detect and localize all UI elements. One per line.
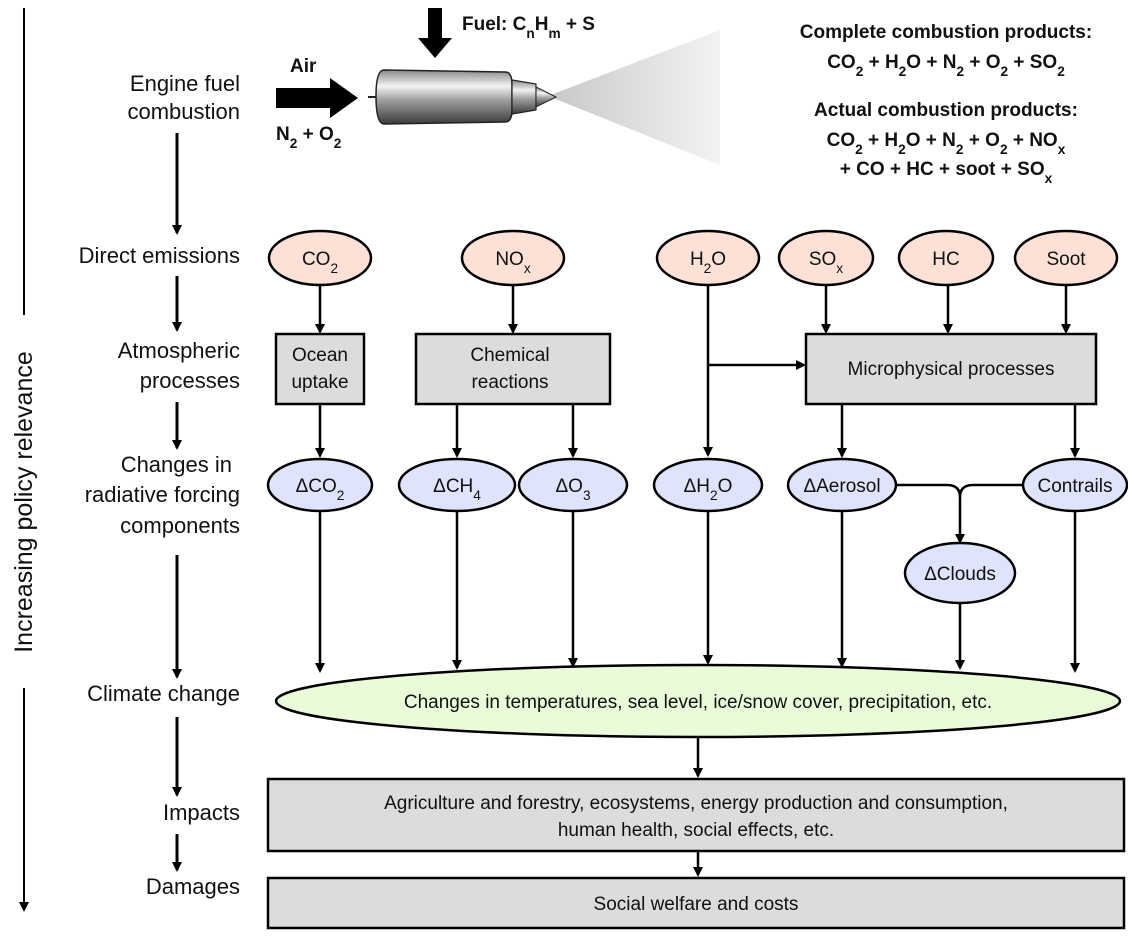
emission-node-label: NOx: [495, 249, 531, 276]
forcing-component-node: ΔAerosol: [786, 457, 898, 513]
emission-node: Soot: [1013, 229, 1119, 287]
complete-products-formula: CO2 + H2O + N2 + O2 + SO2: [827, 52, 1065, 79]
emission-node-label: H2O: [690, 249, 726, 276]
stage-forcing-line1: Changes in: [121, 452, 232, 477]
emission-node: SOx: [777, 229, 875, 287]
svg-text:human health, social effects,: human health, social effects, etc.: [558, 820, 834, 841]
emission-node-label: SOx: [809, 249, 843, 276]
stage-combustion-line1: Engine fuel: [130, 71, 240, 96]
forcing-component-node-label: ΔClouds: [924, 564, 996, 585]
climate-change-ellipse: Changes in temperatures, sea level, ice/…: [274, 663, 1122, 739]
actual-products-line2: + CO + HC + soot + SOx: [840, 159, 1053, 186]
air-formula: N2 + O2: [276, 124, 342, 151]
forcing-component-node-label: ΔAerosol: [803, 476, 880, 497]
stage-damages: Damages: [146, 874, 240, 899]
forcing-component-node-label: ΔO3: [555, 476, 590, 503]
stage-atmospheric-line2: processes: [140, 368, 240, 393]
air-label: Air: [290, 56, 317, 77]
svg-text:reactions: reactions: [471, 372, 548, 393]
impacts-box: Agriculture and forestry, ecosystems, en…: [266, 777, 1126, 853]
chemical-reactions-box: Chemical reactions: [414, 332, 612, 406]
stage-atmospheric-line1: Atmospheric: [118, 338, 240, 363]
emission-node-label: HC: [932, 249, 959, 270]
forcing-component-node-label: ΔCO2: [296, 476, 345, 503]
stage-forcing-line2: radiative forcing: [85, 482, 240, 507]
forcing-component-node: ΔClouds: [903, 541, 1017, 605]
forcing-component-node-label: ΔH2O: [684, 476, 733, 503]
microphysical-processes-box: Microphysical processes: [804, 332, 1098, 406]
forcing-component-node: ΔCH4: [397, 457, 517, 513]
stage-climate-change: Climate change: [87, 681, 240, 706]
svg-text:Microphysical processes: Microphysical processes: [848, 359, 1055, 380]
exhaust-plume: [548, 30, 720, 165]
svg-text:Ocean: Ocean: [292, 345, 348, 366]
forcing-component-node: ΔCO2: [266, 457, 374, 513]
emission-node: H2O: [655, 229, 761, 287]
policy-axis-label: Increasing policy relevance: [10, 351, 38, 653]
stage-impacts: Impacts: [163, 800, 240, 825]
complete-products-title: Complete combustion products:: [800, 22, 1092, 43]
damages-box: Social welfare and costs: [266, 876, 1126, 930]
stage-direct-emissions: Direct emissions: [79, 243, 240, 268]
forcing-component-node-label: ΔCH4: [433, 476, 481, 503]
emission-node-label: CO2: [302, 249, 338, 276]
svg-text:Changes in temperatures, sea l: Changes in temperatures, sea level, ice/…: [404, 692, 992, 713]
fuel-label: Fuel: CnHm + S: [462, 14, 595, 41]
actual-products-title: Actual combustion products:: [814, 100, 1078, 121]
emission-node: HC: [897, 229, 995, 287]
emission-nodes: CO2 NOx H2O SOx HC Soot: [267, 229, 1119, 287]
emission-node: CO2: [267, 229, 373, 287]
forcing-component-node: ΔO3: [517, 457, 629, 513]
svg-text:Chemical: Chemical: [470, 345, 549, 366]
svg-text:uptake: uptake: [291, 372, 348, 393]
air-arrow-icon: [276, 78, 358, 118]
engine-illustration: [368, 30, 720, 165]
svg-text:Social welfare and costs: Social welfare and costs: [594, 894, 799, 915]
flow-connectors: [315, 285, 1080, 877]
ocean-uptake-box: Ocean uptake: [274, 332, 366, 406]
forcing-component-node-label: Contrails: [1038, 476, 1113, 497]
forcing-component-node: Contrails: [1021, 457, 1128, 513]
emission-node: NOx: [460, 229, 566, 287]
stage-combustion-line2: combustion: [127, 99, 240, 124]
engine-body: [375, 69, 513, 125]
fuel-arrow-icon: [418, 8, 452, 58]
stage-forcing-line3: components: [120, 513, 240, 538]
engine-cone: [535, 86, 558, 108]
svg-text:Agriculture and forestry, ecos: Agriculture and forestry, ecosystems, en…: [384, 793, 1008, 814]
actual-products-line1: CO2 + H2O + N2 + O2 + NOx: [827, 130, 1066, 157]
forcing-component-node: ΔH2O: [652, 457, 764, 513]
engine-nozzle: [511, 79, 537, 115]
emission-node-label: Soot: [1046, 249, 1086, 270]
